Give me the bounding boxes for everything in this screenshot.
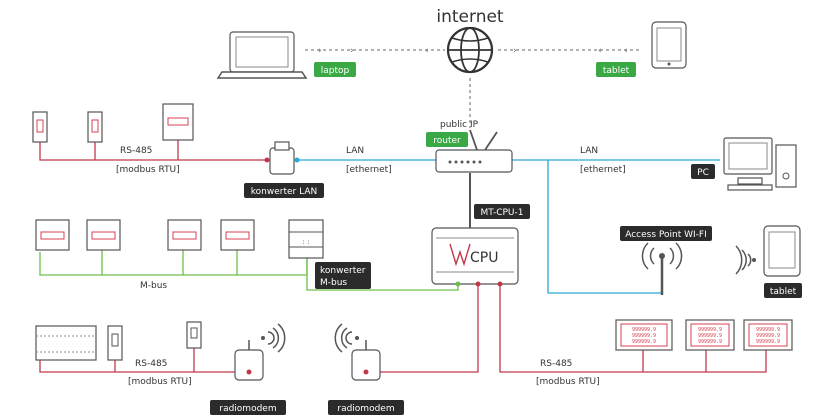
tag-pc: PC: [691, 164, 715, 179]
arrow-glyphs: › › ‹ › ‹ ‹: [318, 46, 628, 56]
energy-meter-icon: [107, 325, 123, 361]
svg-text:M-bus: M-bus: [320, 278, 347, 288]
energy-meter-icon: [167, 219, 202, 251]
ethernet-label: [ethernet]: [346, 165, 392, 175]
svg-text:999999.9: 999999.9: [632, 327, 656, 333]
laptop-icon: [216, 31, 308, 79]
svg-text:999999.9: 999999.9: [756, 327, 780, 333]
modbus-label: [modbus RTU]: [536, 377, 600, 387]
svg-text:PC: PC: [697, 168, 709, 178]
tag-router: router: [426, 132, 468, 147]
tag-mt-cpu: MT-CPU-1: [474, 204, 530, 219]
meter-panel-icon: 999999.9 999999.9 999999.9: [615, 319, 673, 351]
tag-konwerter-mbus: konwerter M-bus: [315, 262, 371, 289]
svg-text:MT-CPU-1: MT-CPU-1: [481, 208, 524, 218]
mbus-label: M-bus: [140, 281, 167, 291]
diagram-title: internet: [436, 7, 504, 27]
svg-text:laptop: laptop: [321, 66, 350, 76]
energy-meter-icon: [162, 103, 194, 141]
arrow-right-icon: ›: [318, 46, 322, 56]
energy-meter-icon: [35, 325, 97, 361]
arrow-left-icon: ‹: [598, 46, 602, 56]
svg-text:radiomodem: radiomodem: [337, 404, 394, 414]
tag-access-point: Access Point WI-FI: [620, 226, 712, 241]
energy-meter-icon: [87, 111, 103, 143]
rs485-top-left-bus: [39, 130, 266, 161]
energy-meter-icon: [32, 111, 48, 143]
svg-text:999999.9: 999999.9: [698, 333, 722, 339]
public-ip-label: public IP: [440, 120, 479, 130]
svg-text:999999.9: 999999.9: [756, 339, 780, 345]
cpu-device-icon: CPU: [431, 227, 519, 287]
svg-text:tablet: tablet: [603, 66, 630, 76]
svg-text:Access Point WI-FI: Access Point WI-FI: [625, 230, 707, 240]
rs485-label: RS-485: [120, 146, 152, 156]
svg-text:999999.9: 999999.9: [698, 339, 722, 345]
cpu-label: CPU: [470, 250, 498, 266]
access-point-icon: [641, 242, 683, 295]
modbus-label: [modbus RTU]: [128, 377, 192, 387]
meter-panel-icon: 999999.9 999999.9 999999.9: [743, 319, 793, 351]
tag-tablet-top: tablet: [596, 62, 636, 77]
tag-radiomodem-2: radiomodem: [328, 400, 404, 415]
svg-text:konwerter LAN: konwerter LAN: [251, 187, 317, 197]
arrow-left-icon: ‹: [624, 46, 628, 56]
lan-label: LAN: [346, 146, 364, 156]
connection-lines: › › ‹ › ‹ ‹: [39, 46, 767, 373]
arrow-left-icon: ‹: [425, 46, 429, 56]
svg-text:tablet: tablet: [770, 287, 797, 297]
converter-mbus-icon: : :: [288, 219, 324, 259]
lan-label: LAN: [580, 146, 598, 156]
tablet-icon: [651, 21, 687, 69]
svg-text:999999.9: 999999.9: [632, 333, 656, 339]
pc-icon: [723, 137, 797, 191]
energy-meter-icon: [35, 219, 70, 251]
rs485-label: RS-485: [540, 359, 572, 369]
svg-text:radiomodem: radiomodem: [219, 404, 276, 414]
radiomodem-icon: [234, 323, 286, 381]
modbus-label: [modbus RTU]: [116, 165, 180, 175]
rs485-label: RS-485: [135, 359, 167, 369]
arrow-right-icon: ›: [350, 46, 354, 56]
svg-text:999999.9: 999999.9: [698, 327, 722, 333]
svg-text:999999.9: 999999.9: [632, 339, 656, 345]
svg-text:konwerter: konwerter: [320, 266, 366, 276]
tag-konwerter-lan: konwerter LAN: [244, 183, 324, 198]
ethernet-label: [ethernet]: [580, 165, 626, 175]
mbus-bus: [39, 250, 459, 291]
energy-meter-icon: [220, 219, 255, 251]
tag-radiomodem-1: radiomodem: [210, 400, 286, 415]
converter-lan-icon: [264, 141, 300, 175]
tablet-icon: [735, 225, 801, 277]
energy-meter-icon: [186, 321, 202, 349]
globe-icon: [446, 26, 494, 74]
router-icon: [435, 129, 513, 173]
meter-panel-icon: 999999.9 999999.9 999999.9: [685, 319, 735, 351]
svg-text:999999.9: 999999.9: [756, 333, 780, 339]
radiomodem-icon: [334, 323, 381, 381]
tag-tablet-right: tablet: [764, 283, 802, 298]
arrow-right-icon: ›: [513, 46, 517, 56]
svg-text:: :: : :: [303, 238, 310, 246]
rs485-bottom-bus: [39, 284, 767, 373]
lan-bus: [298, 159, 720, 294]
energy-meter-icon: [86, 219, 121, 251]
svg-text:router: router: [433, 136, 461, 146]
tag-laptop: laptop: [314, 62, 356, 77]
